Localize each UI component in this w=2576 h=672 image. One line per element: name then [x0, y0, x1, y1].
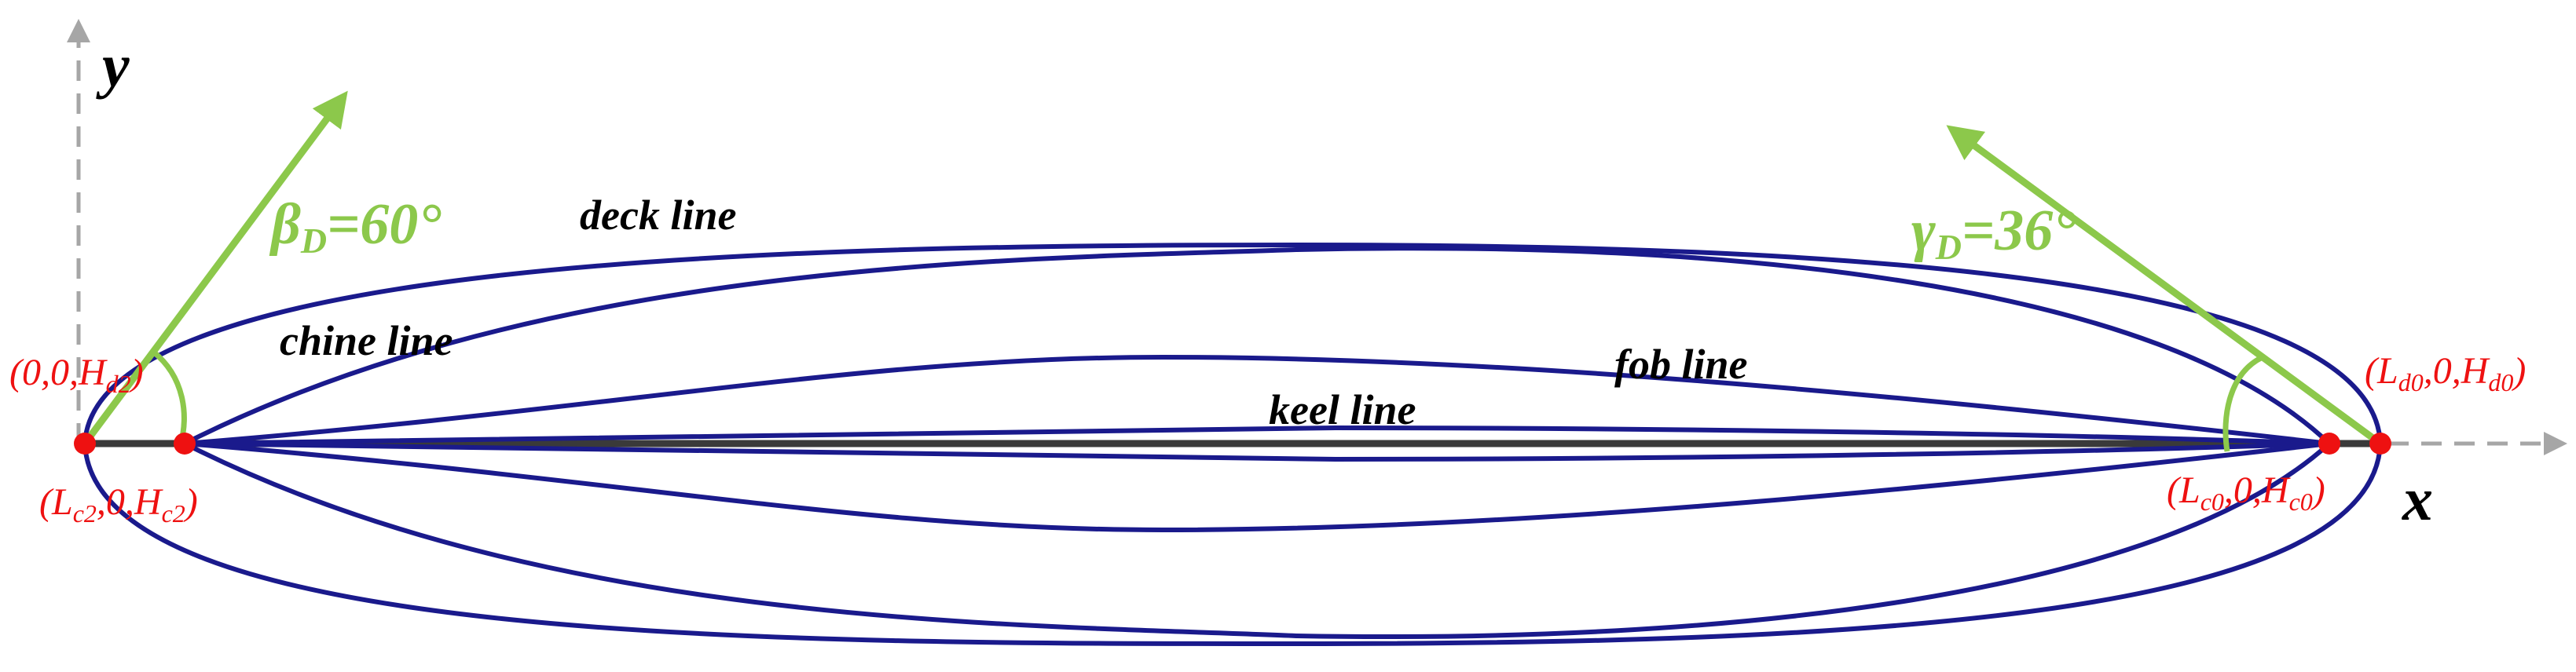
fob-line-lower [182, 441, 2332, 533]
deck-line-upper [82, 242, 2383, 446]
x-axis-label: x [2402, 465, 2433, 533]
point-deck-fore [2369, 433, 2391, 455]
beta-angle-arrow [82, 90, 348, 446]
chine-line-label: chine line [280, 317, 453, 364]
keel-line-upper [182, 425, 2332, 446]
y-axis-label: y [96, 31, 130, 100]
point-deck-fore-label: (Ld0,0,Hd0) [2365, 350, 2526, 396]
gamma-angle-label: γD=36° [1911, 199, 2076, 267]
keel-line-lower [182, 441, 2332, 462]
beta-angle-label: βD=60° [269, 192, 442, 261]
gamma-angle-arrow [1946, 125, 2383, 447]
gamma-angle-arc [2222, 354, 2264, 452]
point-chine-fore-label: (Lc0,0,Hc0) [2167, 469, 2325, 516]
point-origin-deck-label: (0,0,Hd2) [9, 352, 144, 398]
deck-line-label: deck line [580, 192, 736, 239]
fob-line-label: fob line [1614, 341, 1748, 388]
chine-line-lower [182, 441, 2332, 640]
beta-angle-arc [151, 349, 187, 444]
point-chine-aft-label: (Lc2,0,Hc2) [39, 481, 198, 528]
deck-line-lower [82, 441, 2383, 647]
point-origin-deck [74, 433, 96, 455]
chine-line-upper [182, 246, 2332, 446]
point-chine-fore [2318, 433, 2340, 455]
keel-line-label: keel line [1269, 386, 1416, 433]
point-chine-aft [174, 433, 196, 455]
fob-line-upper [182, 354, 2332, 446]
